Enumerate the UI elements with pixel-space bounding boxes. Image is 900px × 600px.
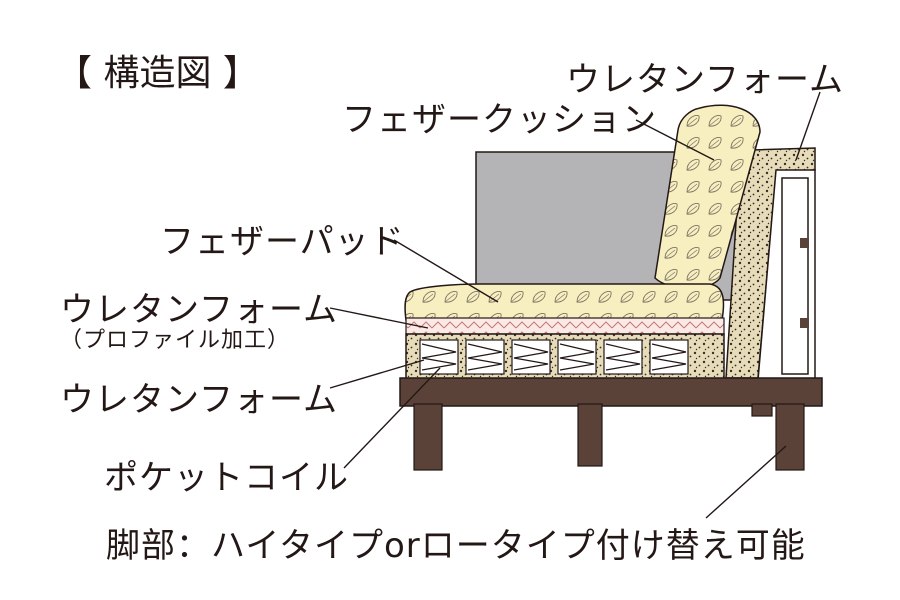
label-pocket-coil: ポケットコイル <box>104 458 349 498</box>
leg-back-right <box>751 403 773 417</box>
label-feather-pad: フェザーパッド <box>160 222 405 262</box>
leg-back-left <box>577 403 603 467</box>
label-legs: 脚部：ハイタイプorロータイプ付け替え可能 <box>106 526 806 566</box>
label-feather-cushion: フェザークッション <box>342 100 657 140</box>
label-profile-note: （プロファイル加工） <box>60 328 291 353</box>
label-urethane-lower: ウレタンフォーム <box>60 380 338 420</box>
wood-base-frame <box>399 377 823 407</box>
profile-urethane-layer <box>405 317 725 335</box>
label-urethane-profile: ウレタンフォーム <box>60 290 338 330</box>
leg-front-left <box>413 403 443 471</box>
leader-lines <box>329 91 821 519</box>
frame-inner <box>781 177 809 375</box>
label-urethane-back: ウレタンフォーム <box>566 60 844 100</box>
leg-front-right <box>775 403 805 471</box>
seat-feather-pad <box>404 283 725 321</box>
diagram-title: 【 構造図 】 <box>56 53 259 94</box>
